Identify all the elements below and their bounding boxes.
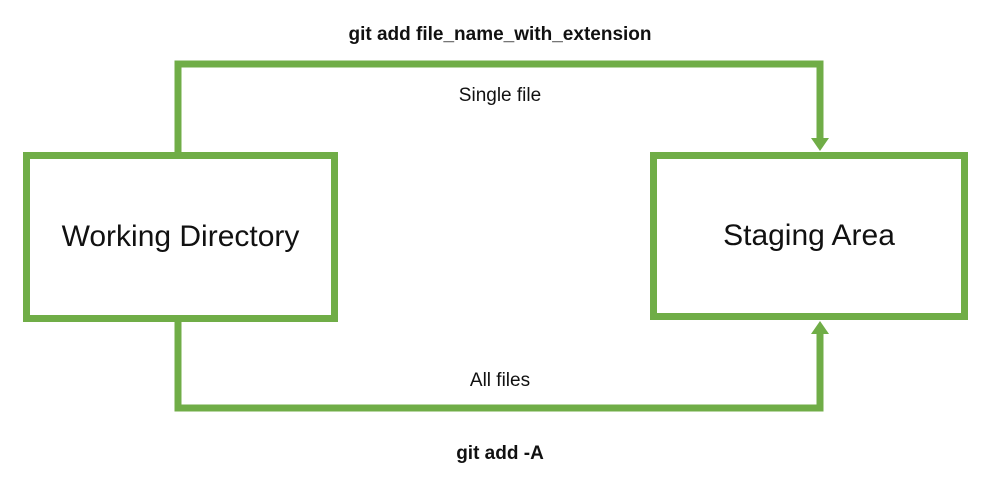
single-file-arrow-line bbox=[174, 60, 824, 156]
all-files-arrow-line bbox=[174, 318, 824, 412]
staging-area-label: Staging Area bbox=[723, 219, 895, 252]
arrow-down-icon bbox=[811, 138, 829, 151]
node-working-directory: Working Directory bbox=[23, 152, 338, 322]
top-command-label: git add file_name_with_extension bbox=[348, 24, 652, 45]
working-directory-label: Working Directory bbox=[61, 220, 300, 253]
node-staging-area: Staging Area bbox=[650, 152, 968, 320]
bottom-command-label: git add -A bbox=[456, 443, 544, 464]
arrow-up-icon bbox=[811, 321, 829, 334]
all-files-label: All files bbox=[469, 370, 531, 391]
single-file-label: Single file bbox=[458, 85, 542, 106]
